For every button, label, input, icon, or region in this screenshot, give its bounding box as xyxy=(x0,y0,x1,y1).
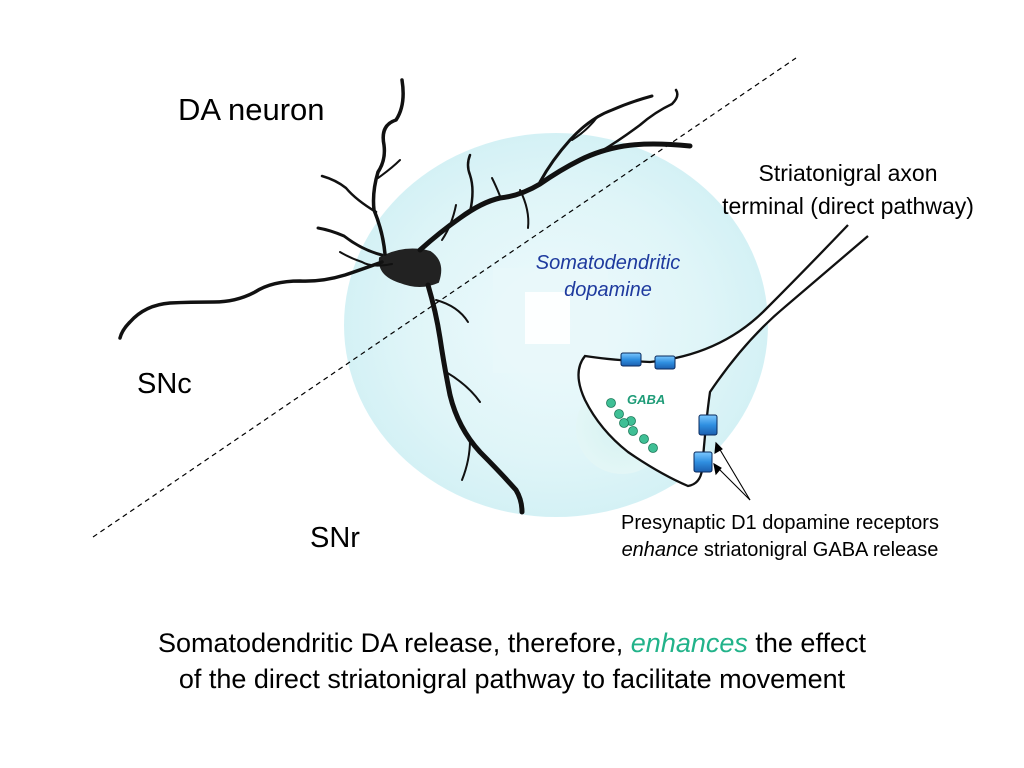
caption-line1-after: the effect xyxy=(747,628,866,658)
caption-line1-before: Somatodendritic DA release, therefore, xyxy=(158,628,631,658)
receptor-icon xyxy=(698,414,718,436)
snc-label: SNc xyxy=(137,368,192,400)
d1-receptors xyxy=(620,352,718,473)
vesicle-icon xyxy=(639,434,649,444)
receptor-label-line2-rest: striatonigral GABA release xyxy=(698,539,939,561)
somatodendritic-line1: Somatodendritic xyxy=(535,252,681,274)
snc-snr-boundary xyxy=(92,57,797,538)
vesicle-icon xyxy=(648,443,658,453)
vesicle-icon xyxy=(619,418,629,428)
caption-line2: of the direct striatonigral pathway to f… xyxy=(178,664,846,694)
axon-label-line2: terminal (direct pathway) xyxy=(722,193,974,219)
receptor-enhance-word: enhance xyxy=(621,539,699,561)
da-neuron-drawing xyxy=(118,78,693,515)
axon-terminal xyxy=(577,224,869,488)
snr-label: SNr xyxy=(310,522,360,554)
caption-line1: Somatodendritic DA release, therefore, e… xyxy=(0,625,1024,661)
vesicle-icon xyxy=(606,398,616,408)
receptor-pointer-arrows xyxy=(713,441,751,501)
da-neuron-label: DA neuron xyxy=(178,92,325,127)
gaba-label: GABA xyxy=(627,392,666,407)
receptor-label-line2: enhance striatonigral GABA release xyxy=(565,537,995,564)
caption-highlight: enhances xyxy=(630,628,748,658)
slide-caption: Somatodendritic DA release, therefore, e… xyxy=(0,625,1024,697)
vesicle-icon xyxy=(628,426,638,436)
axon-terminal-label: Striatonigral axon terminal (direct path… xyxy=(688,157,1008,223)
receptor-icon xyxy=(654,355,676,370)
vesicle-icon xyxy=(614,409,624,419)
somatodendritic-line2: dopamine xyxy=(564,279,652,301)
receptor-label-line1: Presynaptic D1 dopamine receptors xyxy=(621,512,939,534)
somatodendritic-dopamine-label: Somatodendritic dopamine xyxy=(508,250,708,304)
gaba-vesicles xyxy=(606,398,658,453)
receptor-icon xyxy=(693,451,713,473)
receptor-icon xyxy=(620,352,642,367)
axon-label-line1: Striatonigral axon xyxy=(758,160,938,186)
receptor-label: Presynaptic D1 dopamine receptors enhanc… xyxy=(565,510,995,564)
